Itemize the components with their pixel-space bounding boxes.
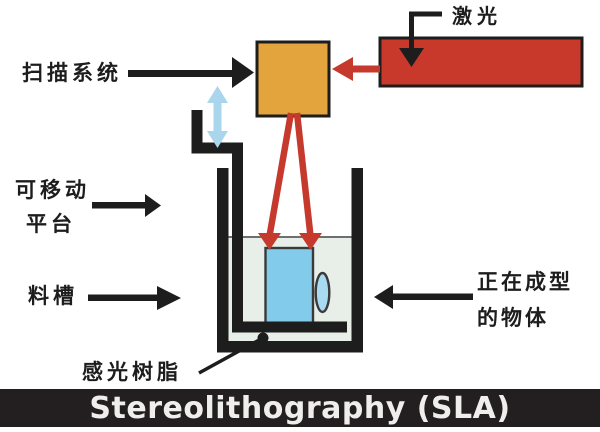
vat-label: 料槽 [28, 284, 78, 308]
footer-bar [0, 389, 600, 427]
movable-platform-label-line2: 平台 [26, 212, 76, 236]
laser-beam-right [293, 112, 314, 237]
motion-arrow-down-head-icon [207, 131, 228, 148]
vat-right-wall [351, 168, 363, 345]
motion-arrow-up-head-icon [207, 86, 228, 103]
laser-to-scanner-arrow-shaft [351, 65, 380, 73]
forming-object-label-line2: 的物体 [477, 306, 549, 330]
vat-arrowhead-icon [157, 286, 181, 310]
beam-left-arrowhead-icon [258, 233, 281, 250]
vat-arrow-shaft [88, 294, 159, 301]
platform-arrowhead-icon [145, 194, 161, 217]
scanner-arrow-shaft [128, 70, 234, 77]
resin-pointer-dot-icon [257, 332, 269, 344]
resin-pointer-line [198, 337, 262, 375]
vat-left-wall [217, 168, 229, 345]
footer-title: Stereolithography (SLA) [89, 391, 510, 426]
scanner-arrowhead-icon [232, 57, 254, 88]
movable-platform-label-line1: 可移动 [15, 178, 90, 202]
lens-ellipse-shape [314, 271, 331, 314]
laser-label: 激光 [452, 4, 502, 28]
forming-object-shape [264, 246, 315, 326]
object-arrow-shaft [392, 293, 473, 300]
scanner-label: 扫描系统 [22, 61, 122, 85]
platform-arm [191, 110, 347, 333]
scanner-box [255, 40, 331, 118]
object-arrowhead-icon [374, 285, 393, 309]
laser-beam-left [266, 112, 295, 237]
beam-right-arrowhead-icon [299, 233, 322, 250]
laser-down-arrowhead-icon [399, 48, 424, 67]
motion-arrow-shaft [213, 101, 222, 133]
laser-label-connector [409, 11, 442, 50]
vat-bottom [217, 341, 363, 353]
forming-object-label-line1: 正在成型 [477, 270, 573, 294]
platform-arrow-shaft [92, 202, 147, 209]
photosensitive-resin-label: 感光树脂 [82, 360, 182, 384]
laser-to-scanner-arrowhead-icon [332, 57, 353, 81]
